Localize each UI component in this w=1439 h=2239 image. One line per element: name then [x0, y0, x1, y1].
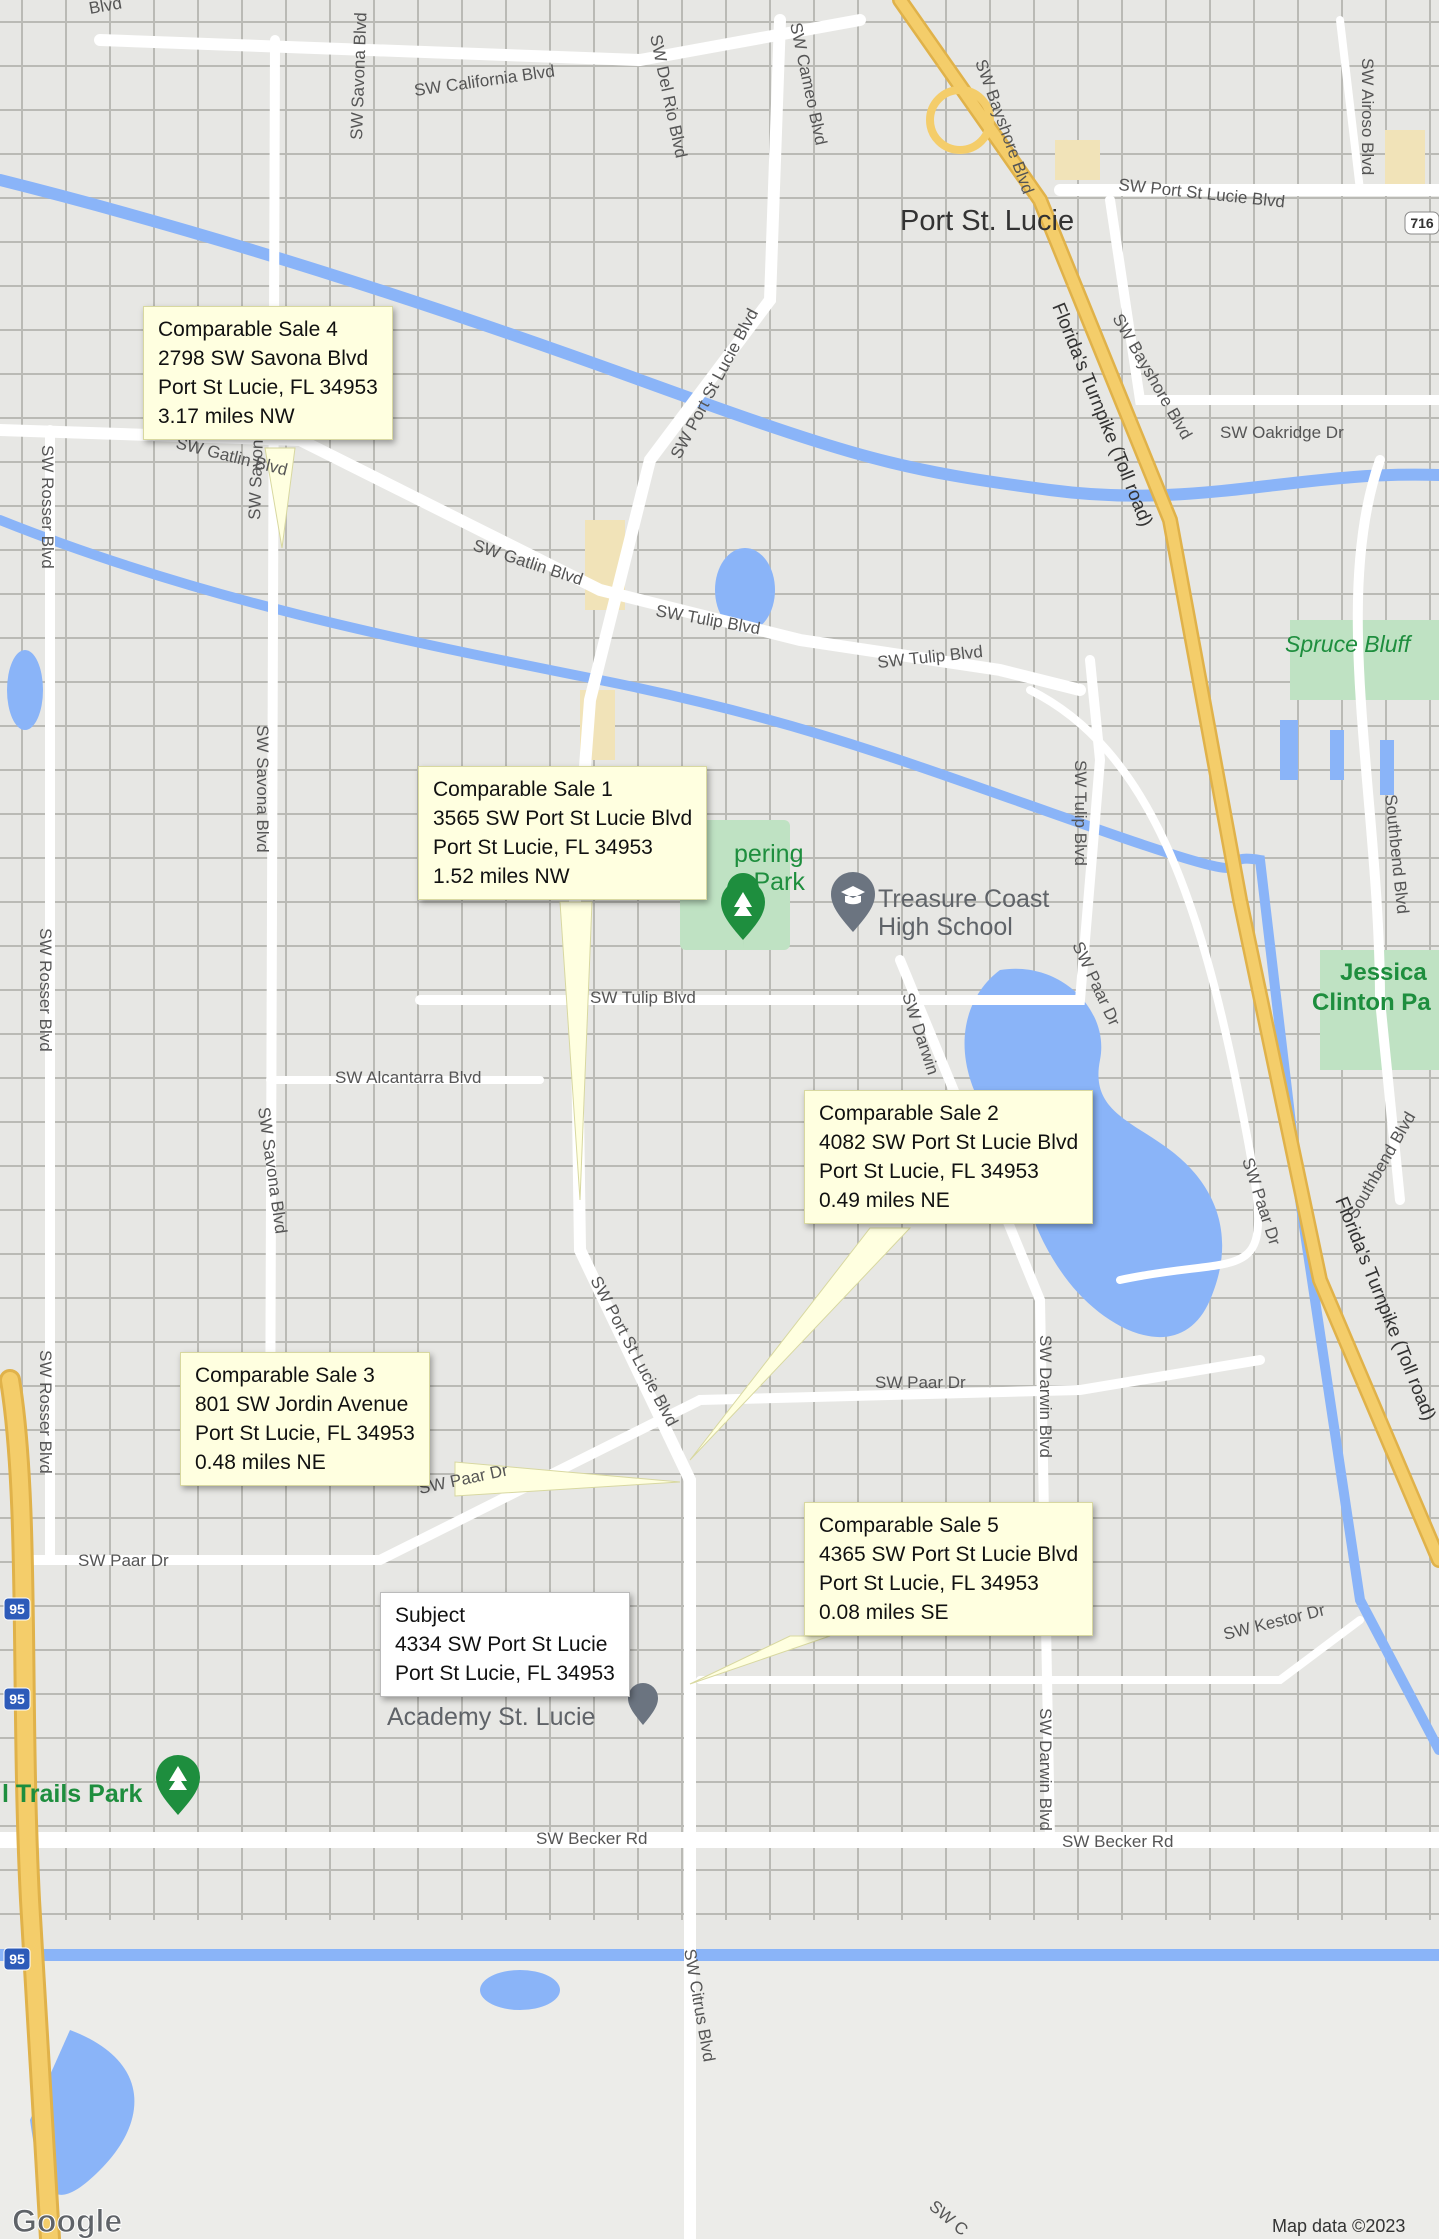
subject-city: Port St Lucie, FL 34953 — [395, 1662, 615, 1685]
comp4-city: Port St Lucie, FL 34953 — [158, 376, 378, 399]
comp1-distance: 1.52 miles NW — [433, 865, 570, 888]
poi-school-line2: High School — [878, 913, 1013, 941]
comp3-callout[interactable]: Comparable Sale 3 801 SW Jordin Avenue P… — [180, 1352, 430, 1486]
city-label: Port St. Lucie — [900, 205, 1074, 237]
poi-jessica-line2: Clinton Pa — [1312, 989, 1431, 1016]
road-label-rosser-mid: SW Rosser Blvd — [36, 928, 55, 1052]
comp4-address: 2798 SW Savona Blvd — [158, 347, 369, 370]
road-label-savona-n: SW Savona Blvd — [347, 12, 370, 140]
poi-spruce-bluff: Spruce Bluff — [1285, 631, 1413, 657]
comp1-pointer — [559, 901, 593, 1201]
subject-callout[interactable]: Subject 4334 SW Port St Lucie Port St Lu… — [380, 1592, 630, 1697]
road-label-savona-mid2: SW Savona Blvd — [253, 725, 272, 853]
comp4-callout[interactable]: Comparable Sale 4 2798 SW Savona Blvd Po… — [143, 306, 393, 440]
road-label-tulip-s: SW Tulip Blvd — [590, 988, 696, 1007]
comp2-city: Port St Lucie, FL 34953 — [819, 1160, 1039, 1183]
comp5-pointer — [689, 1635, 831, 1685]
comp4-distance: 3.17 miles NW — [158, 405, 295, 428]
comp3-pointer — [454, 1461, 681, 1497]
comp5-address: 4365 SW Port St Lucie Blvd — [819, 1543, 1079, 1566]
undeveloped-land — [0, 1960, 1439, 2239]
road-label-paar-center: SW Paar Dr — [875, 1373, 966, 1392]
comp2-title: Comparable Sale 2 — [819, 1102, 999, 1125]
subject-address: 4334 SW Port St Lucie — [395, 1633, 608, 1656]
i95-shield-2: 95 — [3, 1687, 31, 1711]
road-label-darwin-s: SW Darwin Blvd — [1036, 1708, 1055, 1831]
turnpike — [892, 0, 1439, 1568]
i95-shield-2-label: 95 — [9, 1691, 25, 1707]
road-label-paar-sw: SW Paar Dr — [78, 1551, 169, 1570]
road-label-oakridge: SW Oakridge Dr — [1220, 423, 1344, 442]
comp3-distance: 0.48 miles NE — [195, 1451, 326, 1474]
comp4-title: Comparable Sale 4 — [158, 318, 338, 341]
comp1-title: Comparable Sale 1 — [433, 778, 613, 801]
road-label-tulip-vertical: SW Tulip Blvd — [1071, 760, 1090, 866]
road-label-rosser-n: SW Rosser Blvd — [38, 445, 57, 569]
road-label-becker-e: SW Becker Rd — [1062, 1832, 1173, 1851]
trails-park-pin-icon[interactable] — [156, 1755, 200, 1815]
comp3-city: Port St Lucie, FL 34953 — [195, 1422, 415, 1445]
poi-park-line1: pering — [734, 840, 804, 868]
academy-pin-icon[interactable] — [628, 1683, 658, 1725]
comp2-pointer — [689, 1227, 912, 1461]
i95-shield-1-label: 95 — [9, 1601, 25, 1617]
subject-title: Subject — [395, 1604, 466, 1627]
i95-shield-3-label: 95 — [9, 1951, 25, 1967]
road-label-rosser-s: SW Rosser Blvd — [36, 1350, 55, 1474]
comp1-city: Port St Lucie, FL 34953 — [433, 836, 653, 859]
callout-pointers — [264, 447, 912, 1685]
comp5-city: Port St Lucie, FL 34953 — [819, 1572, 1039, 1595]
road-label-airoso: SW Airoso Blvd — [1358, 58, 1377, 175]
google-logo: Google — [12, 2203, 122, 2239]
comp5-callout[interactable]: Comparable Sale 5 4365 SW Port St Lucie … — [804, 1502, 1094, 1636]
poi-academy: Academy St. Lucie — [387, 1703, 595, 1731]
comp4-pointer — [264, 447, 296, 549]
route-716-label: 716 — [1410, 215, 1434, 231]
poi-school-line1: Treasure Coast — [878, 885, 1049, 913]
interstate-95 — [0, 1369, 61, 2239]
comp3-title: Comparable Sale 3 — [195, 1364, 375, 1387]
road-label-alcantarra: SW Alcantarra Blvd — [335, 1068, 481, 1087]
comp2-callout[interactable]: Comparable Sale 2 4082 SW Port St Lucie … — [804, 1090, 1094, 1224]
route-716-shield: 716 — [1404, 211, 1439, 235]
comp5-distance: 0.08 miles SE — [819, 1601, 949, 1624]
road-label-darwin-mid: SW Darwin Blvd — [1036, 1335, 1055, 1458]
comp1-callout[interactable]: Comparable Sale 1 3565 SW Port St Lucie … — [418, 766, 708, 900]
road-label-corner-blvd: Blvd — [87, 0, 123, 18]
poi-trails-park: l Trails Park — [2, 1780, 142, 1808]
road-label-becker-w: SW Becker Rd — [536, 1829, 647, 1848]
comp5-title: Comparable Sale 5 — [819, 1514, 999, 1537]
i95-shield-3: 95 — [3, 1947, 31, 1971]
poi-jessica-line1: Jessica — [1340, 959, 1427, 986]
comp3-address: 801 SW Jordin Avenue — [195, 1393, 409, 1416]
comp1-address: 3565 SW Port St Lucie Blvd — [433, 807, 693, 830]
i95-shield-1: 95 — [3, 1597, 31, 1621]
comp2-distance: 0.49 miles NE — [819, 1189, 950, 1212]
school-pin-icon[interactable] — [831, 872, 875, 932]
comp2-address: 4082 SW Port St Lucie Blvd — [819, 1131, 1079, 1154]
map-data-attribution: Map data ©2023 — [1272, 2216, 1405, 2236]
park-pin-icon[interactable] — [721, 873, 765, 950]
lakes — [7, 548, 1394, 2195]
